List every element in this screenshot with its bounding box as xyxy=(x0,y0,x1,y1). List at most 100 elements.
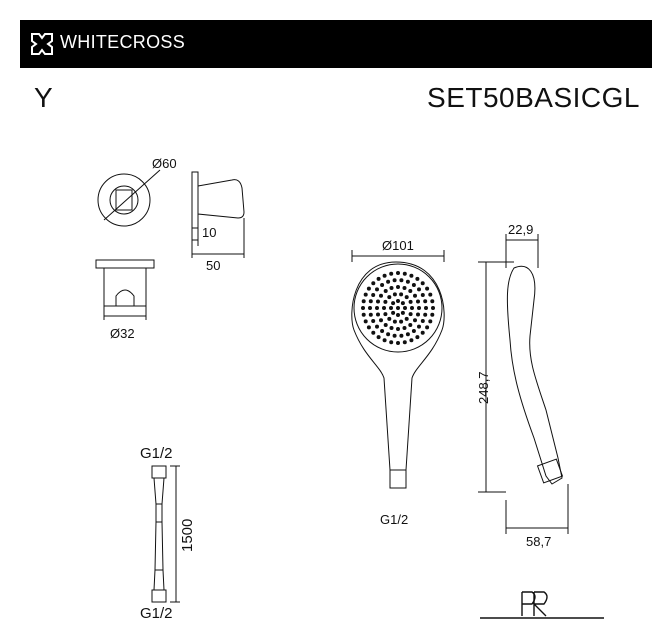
holder-top-view xyxy=(95,259,155,320)
nozzle xyxy=(411,283,416,287)
nozzle xyxy=(376,276,381,281)
nozzle xyxy=(431,306,435,310)
nozzle xyxy=(380,283,385,287)
nozzle xyxy=(424,306,428,310)
nozzle xyxy=(392,333,397,338)
holder-front-view xyxy=(97,169,161,227)
nozzle xyxy=(389,326,394,330)
nozzle xyxy=(416,312,420,317)
nozzle xyxy=(410,306,414,310)
nozzle xyxy=(423,312,428,317)
brand-name: WHITECROSS xyxy=(60,32,186,52)
nozzle xyxy=(375,324,379,329)
nozzle xyxy=(391,301,396,306)
dim-hose-length: 1500 xyxy=(179,519,196,552)
nozzle xyxy=(430,312,435,317)
nozzle xyxy=(415,276,420,281)
nozzle xyxy=(361,299,366,304)
nozzle xyxy=(363,319,368,324)
nozzle xyxy=(382,338,387,343)
nozzle xyxy=(361,312,366,317)
nozzle xyxy=(396,285,400,289)
nozzle xyxy=(420,281,425,286)
nozzle xyxy=(417,324,421,329)
dim-shower-depth: 58,7 xyxy=(526,534,551,549)
nozzle xyxy=(396,313,400,317)
nozzle xyxy=(392,278,397,283)
nozzle xyxy=(391,310,396,315)
nozzle xyxy=(420,330,425,335)
nozzle xyxy=(402,340,407,345)
nozzle xyxy=(413,318,417,323)
nozzle xyxy=(408,289,413,293)
nozzle xyxy=(379,318,383,323)
nozzle xyxy=(428,319,433,324)
nozzle xyxy=(368,299,373,304)
nozzle xyxy=(396,327,400,331)
nozzle xyxy=(371,281,376,286)
nozzle xyxy=(361,306,365,310)
nozzle xyxy=(380,329,385,333)
holder-side-view xyxy=(191,171,245,258)
nozzle xyxy=(392,292,397,297)
nozzle xyxy=(400,310,405,315)
nozzle xyxy=(413,293,417,298)
nozzle xyxy=(389,340,394,345)
nozzle xyxy=(404,295,409,300)
nozzle xyxy=(375,306,379,310)
nozzle xyxy=(415,335,420,340)
nozzle xyxy=(417,306,421,310)
nozzle xyxy=(430,299,435,304)
dim-holder-diameter: Ø60 xyxy=(152,156,177,171)
hand-shower-side-view xyxy=(478,234,569,534)
variant-letter: Y xyxy=(34,82,53,113)
nozzle xyxy=(371,319,376,323)
nozzle xyxy=(402,286,407,290)
nozzle xyxy=(376,299,380,304)
nozzle xyxy=(408,299,413,304)
nozzle xyxy=(396,341,400,345)
nozzle xyxy=(416,299,420,304)
nozzle xyxy=(399,292,404,297)
nozzle xyxy=(409,338,414,343)
nozzle xyxy=(379,293,383,298)
brand-header: WHITECROSS xyxy=(20,20,652,68)
nozzle xyxy=(420,319,425,323)
dim-holder-projection: 50 xyxy=(206,258,220,273)
nozzle xyxy=(383,312,388,317)
nozzle xyxy=(425,286,430,291)
nozzle xyxy=(371,293,376,297)
nozzle xyxy=(423,299,428,304)
dim-hose-thread-top: G1/2 xyxy=(140,445,173,462)
nozzle xyxy=(428,292,433,297)
nozzle xyxy=(405,279,410,284)
nozzle xyxy=(404,316,409,321)
nozzle xyxy=(368,312,373,317)
nozzle xyxy=(368,306,372,310)
dim-holder-hook-diameter: Ø32 xyxy=(110,326,135,341)
nozzle xyxy=(411,329,416,333)
nozzle xyxy=(376,312,380,317)
hose-drawing xyxy=(151,465,180,603)
nozzle xyxy=(383,323,388,327)
corner-monogram-logo xyxy=(480,591,604,619)
dim-shower-thread: G1/2 xyxy=(380,512,408,527)
nozzle xyxy=(386,332,391,337)
nozzle xyxy=(382,306,386,310)
dim-handle-thickness: 22,9 xyxy=(508,222,533,237)
hand-shower-front-view xyxy=(351,250,445,489)
dim-hose-thread-bottom: G1/2 xyxy=(140,605,173,622)
dim-holder-depth: 10 xyxy=(202,225,216,240)
nozzle xyxy=(389,286,394,290)
nozzle xyxy=(409,273,414,278)
nozzle xyxy=(396,299,400,303)
nozzle xyxy=(383,289,388,293)
nozzle xyxy=(389,306,393,310)
nozzle xyxy=(389,271,394,276)
nozzle xyxy=(402,326,407,330)
nozzle xyxy=(363,292,368,297)
product-code: SET50BASICGL xyxy=(427,82,640,113)
nozzle xyxy=(399,278,404,283)
nozzle xyxy=(382,273,387,278)
